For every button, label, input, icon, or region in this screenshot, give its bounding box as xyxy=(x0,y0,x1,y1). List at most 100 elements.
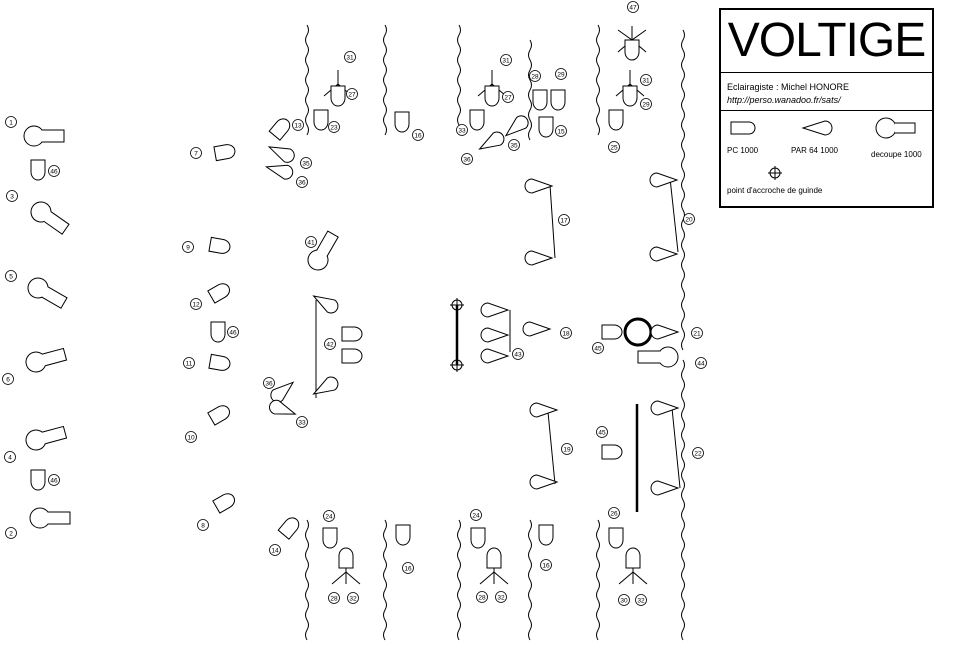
pc-body xyxy=(624,39,640,61)
number-label: 30 xyxy=(620,598,628,605)
number-badge xyxy=(608,141,620,153)
number-label: 35 xyxy=(302,161,310,168)
number-badge xyxy=(456,124,468,136)
number-label: 45 xyxy=(594,346,602,353)
decoupe-barrel xyxy=(48,511,71,525)
number-label: 6 xyxy=(6,377,10,384)
decoupe-icon xyxy=(29,507,71,529)
par-body xyxy=(264,164,294,180)
number-badge xyxy=(6,190,18,202)
par-body xyxy=(524,250,554,266)
pc-body xyxy=(601,324,623,340)
pc-body xyxy=(208,236,231,254)
number-label: 35 xyxy=(510,143,518,150)
decoupe-head xyxy=(29,507,51,529)
number-badge xyxy=(48,165,60,177)
pc-body xyxy=(207,405,230,426)
par-lamp-icon xyxy=(312,295,339,314)
number-badge xyxy=(344,51,356,63)
legend-label-decoupe: decoupe 1000 xyxy=(871,150,922,159)
number-label: 31 xyxy=(642,78,650,85)
decoupe-head xyxy=(657,346,679,368)
number-label: 45 xyxy=(598,430,606,437)
legend-label-pc: PC 1000 xyxy=(727,146,759,155)
pc-spot-icon xyxy=(608,109,624,131)
number-label: 29 xyxy=(642,102,650,109)
number-label: 36 xyxy=(463,157,471,164)
number-label: 11 xyxy=(186,361,193,368)
pc-spot-icon xyxy=(322,527,338,549)
par-lamp-icon xyxy=(524,250,554,266)
pc-body xyxy=(338,547,354,569)
number-badge xyxy=(305,236,317,248)
pc-body xyxy=(207,283,230,304)
par-lamp-icon xyxy=(480,327,510,343)
par-symbol-icon xyxy=(801,120,833,136)
number-badge xyxy=(48,474,60,486)
par-body xyxy=(478,131,505,150)
decoupe-barrel xyxy=(43,211,70,235)
number-label: 16 xyxy=(404,566,412,573)
number-badge xyxy=(495,591,507,603)
pc-body xyxy=(330,85,346,107)
par-lamp-icon xyxy=(529,402,559,418)
par-lamp-icon xyxy=(480,302,510,318)
curtain-line xyxy=(596,24,600,136)
par-body xyxy=(268,399,297,415)
pc-spot-icon xyxy=(330,85,346,107)
number-label: 15 xyxy=(557,129,565,136)
par-body xyxy=(649,246,679,262)
par-body xyxy=(650,480,680,496)
number-label: 5 xyxy=(9,274,13,281)
number-badge xyxy=(328,592,340,604)
pc-body xyxy=(608,109,624,131)
pc-spot-icon xyxy=(601,324,623,340)
number-label: 16 xyxy=(542,563,550,570)
par-lamp-icon xyxy=(478,131,505,150)
number-badge xyxy=(347,592,359,604)
number-badge xyxy=(608,507,620,519)
pc-body xyxy=(538,116,554,138)
legend-symbols xyxy=(730,117,916,180)
pc-spot-icon xyxy=(624,39,640,61)
curtain-line xyxy=(383,519,387,641)
par-body xyxy=(480,348,510,364)
number-badge xyxy=(328,121,340,133)
number-label: 43 xyxy=(514,352,522,359)
pc-body xyxy=(486,547,502,569)
number-label: 33 xyxy=(298,420,306,427)
pc-body xyxy=(213,144,236,162)
par-lamp-icon xyxy=(264,164,294,180)
curtain-line xyxy=(383,24,387,136)
pc-body xyxy=(268,118,291,141)
pc-spot-icon xyxy=(207,283,230,304)
number-label: 24 xyxy=(472,513,480,520)
url-text: http://perso.wanadoo.fr/sats/ xyxy=(727,95,841,105)
pc-body xyxy=(277,517,300,540)
number-label: 25 xyxy=(610,145,618,152)
number-badge xyxy=(618,594,630,606)
par-lamp-icon xyxy=(650,400,680,416)
par-body xyxy=(529,474,559,490)
number-badge xyxy=(692,447,704,459)
pc-spot-icon xyxy=(538,524,554,546)
pc-spot-icon xyxy=(208,353,231,371)
number-label: 19 xyxy=(563,447,571,454)
number-badge xyxy=(412,129,424,141)
pc-body xyxy=(322,527,338,549)
pc-spot-icon xyxy=(484,85,500,107)
par-lamp-icon xyxy=(268,399,297,415)
par-lamp-icon xyxy=(504,115,529,137)
decoupe-icon xyxy=(307,230,339,271)
curtain-line xyxy=(596,519,600,641)
number-badge xyxy=(5,527,17,539)
pc-symbol-icon xyxy=(730,121,756,135)
number-label: 18 xyxy=(562,331,570,338)
decoupe-head xyxy=(23,125,45,147)
boom-bars xyxy=(547,177,681,489)
par-lamp-icon xyxy=(522,321,552,337)
decoupe-icon xyxy=(25,425,68,451)
number-label: 47 xyxy=(629,5,637,12)
pc-body xyxy=(212,493,235,514)
number-badge xyxy=(540,559,552,571)
